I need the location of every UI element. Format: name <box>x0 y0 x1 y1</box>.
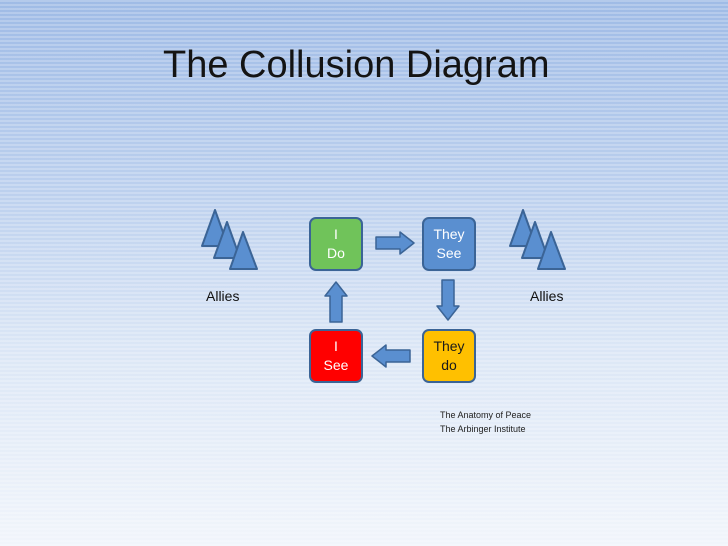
allies-label-right: Allies <box>530 288 564 304</box>
node-they-see: They See <box>422 217 476 271</box>
arrow-right-icon <box>375 231 415 255</box>
credit-publisher: The Arbinger Institute <box>440 424 526 434</box>
allies-triangles-right <box>509 209 566 270</box>
node-i-do-line1: I <box>334 226 338 242</box>
triangle-icon <box>213 221 241 259</box>
node-they-see-line2: See <box>436 245 462 261</box>
node-i-see: I See <box>309 329 363 383</box>
slide-title: The Collusion Diagram <box>163 44 550 86</box>
node-they-do: They do <box>422 329 476 383</box>
arrow-left-icon <box>371 344 411 368</box>
triangle-icon <box>229 231 258 270</box>
node-they-do-line1: They <box>433 338 465 354</box>
allies-label-left: Allies <box>206 288 240 304</box>
triangle-icon <box>521 221 549 259</box>
source-credit: The Anatomy of Peace The Arbinger Instit… <box>440 408 531 436</box>
node-i-see-line1: I <box>334 338 338 354</box>
node-i-do-line2: Do <box>327 245 345 261</box>
node-they-see-line1: They <box>433 226 465 242</box>
arrow-down-icon <box>436 279 460 321</box>
node-they-do-line2: do <box>441 357 457 373</box>
node-i-do: I Do <box>309 217 363 271</box>
allies-triangles-left <box>201 209 258 270</box>
credit-book-title: The Anatomy of Peace <box>440 410 532 420</box>
triangle-icon <box>537 231 566 270</box>
arrow-up-icon <box>324 281 348 323</box>
node-i-see-line2: See <box>323 357 349 373</box>
